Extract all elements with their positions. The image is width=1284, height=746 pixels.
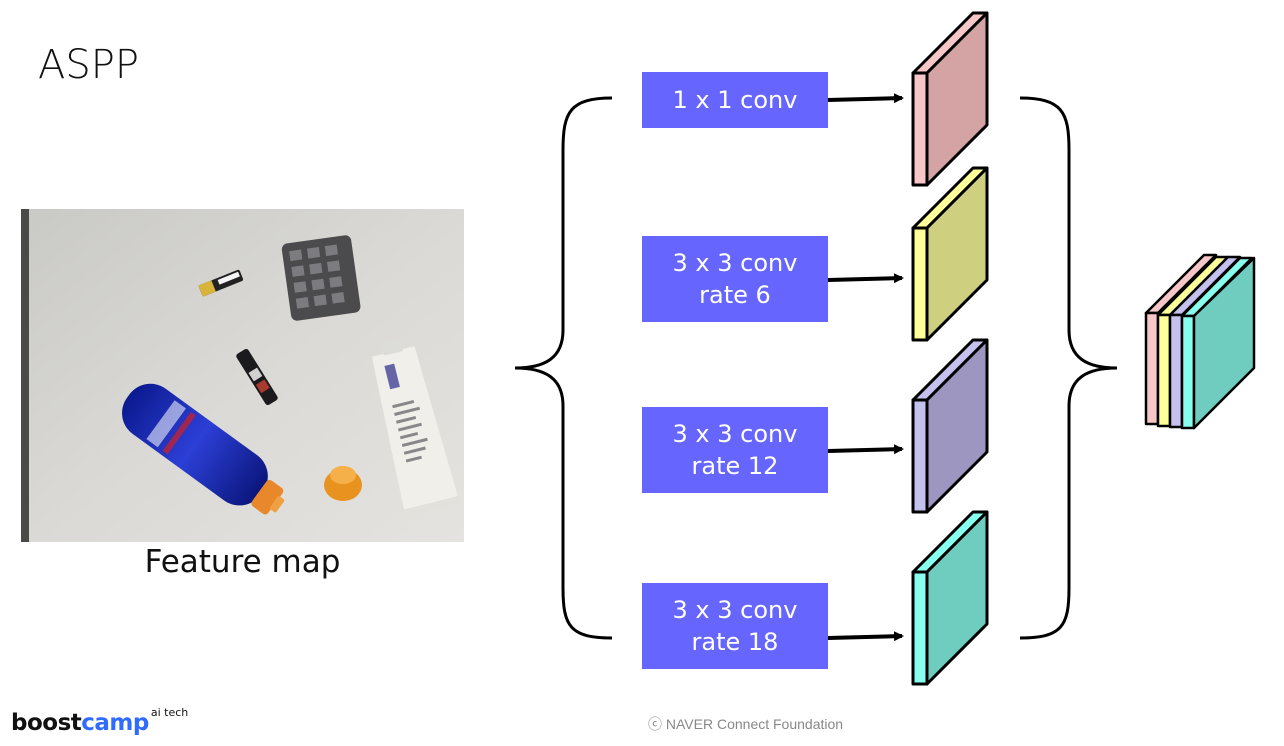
conv-box-1x1: 1 x 1 conv: [642, 72, 828, 128]
feature-block-1: [911, 11, 989, 187]
aerosol-can: [122, 383, 285, 515]
blister-pack: [281, 235, 361, 321]
conv-box-line1: 3 x 3 conv: [672, 249, 798, 277]
conv-box-rate18: 3 x 3 conv rate 18: [642, 583, 828, 669]
arrow-3: [827, 444, 904, 455]
conv-box-rate6: 3 x 3 conv rate 6: [642, 236, 828, 322]
arrow-2: [827, 273, 904, 284]
conv-box-line1: 1 x 1 conv: [672, 86, 798, 114]
small-tube: [236, 348, 278, 406]
orange-cap: [324, 466, 362, 501]
feature-map-photo: [21, 209, 464, 542]
cream-tube: [371, 339, 461, 518]
arrow-1: [827, 93, 904, 104]
feature-block-2: [911, 166, 989, 342]
conv-box-line2: rate 18: [691, 628, 779, 656]
conv-box-line2: rate 12: [691, 452, 779, 480]
logo-sup: ai tech: [150, 706, 189, 719]
conv-box-line1: 3 x 3 conv: [672, 420, 798, 448]
feature-map-label: Feature map: [144, 544, 341, 580]
arrow-4: [827, 631, 904, 642]
feature-block-3: [911, 338, 989, 514]
left-brace: [514, 96, 613, 640]
right-brace: [1019, 96, 1118, 640]
feature-block-4: [911, 510, 989, 686]
conv-box-rate12: 3 x 3 conv rate 12: [642, 407, 828, 493]
conv-box-line2: rate 6: [699, 281, 771, 309]
copyright-footer: ⓒ NAVER Connect Foundation: [648, 716, 844, 732]
conv-box-line1: 3 x 3 conv: [672, 596, 798, 624]
battery: [198, 269, 244, 297]
slide-title: ASPP: [38, 42, 139, 88]
concatenated-block: [1144, 253, 1256, 430]
logo-part1: boost: [11, 710, 82, 736]
logo-part2: camp: [81, 710, 149, 736]
